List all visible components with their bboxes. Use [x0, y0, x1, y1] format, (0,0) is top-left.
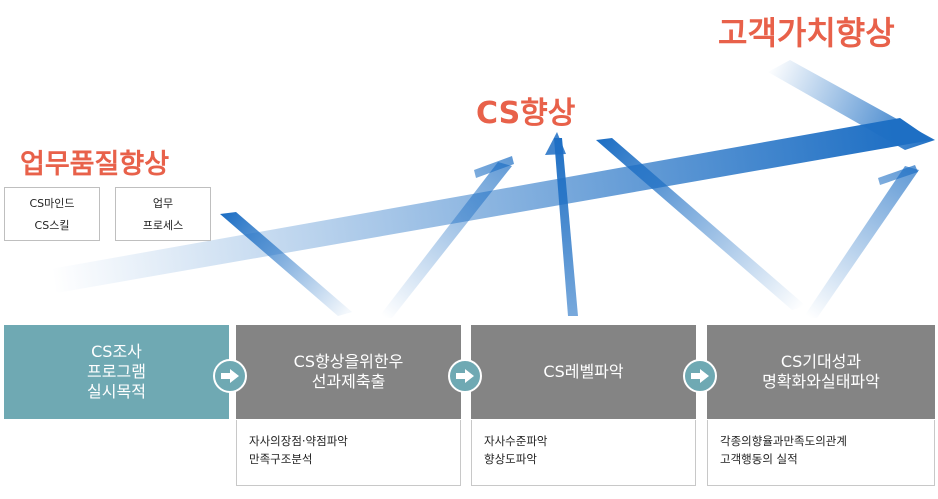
step-line: 선과제축출: [311, 372, 386, 391]
step-desc-cs-level: 자사수준파악 향상도파악: [471, 420, 696, 486]
step-cs-level: CS레벨파악: [471, 325, 696, 419]
tag-line: 프로세스: [142, 219, 184, 232]
connector-up-2-head: [545, 132, 566, 155]
step-line: CS레벨파악: [543, 362, 624, 381]
right-arrow-icon: [683, 359, 717, 393]
desc-line: 자사의장점·약점파악: [249, 434, 348, 448]
desc-line: 만족구조분석: [249, 452, 313, 466]
connector-down-1: [220, 212, 352, 316]
step-desc-priority-tasks: 자사의장점·약점파악 만족구조분석: [236, 420, 461, 486]
tag-line: 업무: [152, 197, 174, 210]
desc-line: 자사수준파악: [484, 434, 548, 448]
right-arrow-icon: [448, 359, 482, 393]
step-line: 명확화와실태파악: [762, 372, 880, 391]
tag-cs-mind: CS마인드 CS스킬: [4, 187, 100, 241]
step-line: CS향상을위한우: [293, 352, 404, 371]
connector-flag-1: [474, 156, 514, 178]
connector-up-1: [378, 162, 512, 318]
goal-customer-value: 고객가치향상: [718, 14, 895, 52]
step-line: CS조사: [91, 342, 142, 361]
tag-line: CS스킬: [34, 219, 70, 232]
step-line: 실시목적: [87, 382, 146, 401]
tag-process: 업무 프로세스: [115, 187, 211, 241]
upper-growth-band: [768, 60, 935, 150]
step-line: CS기대성과: [780, 352, 862, 371]
goal-cs: CS향상: [476, 96, 576, 131]
connector-down-3: [596, 138, 806, 310]
connector-down-2: [554, 138, 578, 316]
step-survey-purpose: CS조사 프로그램 실시목적: [4, 325, 229, 419]
tag-line: CS마인드: [29, 197, 75, 210]
connector-up-3: [803, 166, 919, 318]
right-arrow-icon: [213, 359, 247, 393]
step-desc-expected-results: 각종의향율과만족도의관계 고객행동의 실적: [707, 420, 935, 486]
desc-line: 각종의향율과만족도의관계: [720, 434, 847, 448]
step-priority-tasks: CS향상을위한우 선과제축출: [236, 325, 461, 419]
goal-work-quality: 업무품질향상: [20, 149, 170, 180]
connector-flag-3: [878, 165, 918, 185]
step-line: 프로그램: [87, 362, 146, 381]
desc-line: 고객행동의 실적: [720, 452, 798, 466]
desc-line: 향상도파악: [484, 452, 537, 466]
step-expected-results: CS기대성과 명확화와실태파악: [707, 325, 935, 419]
